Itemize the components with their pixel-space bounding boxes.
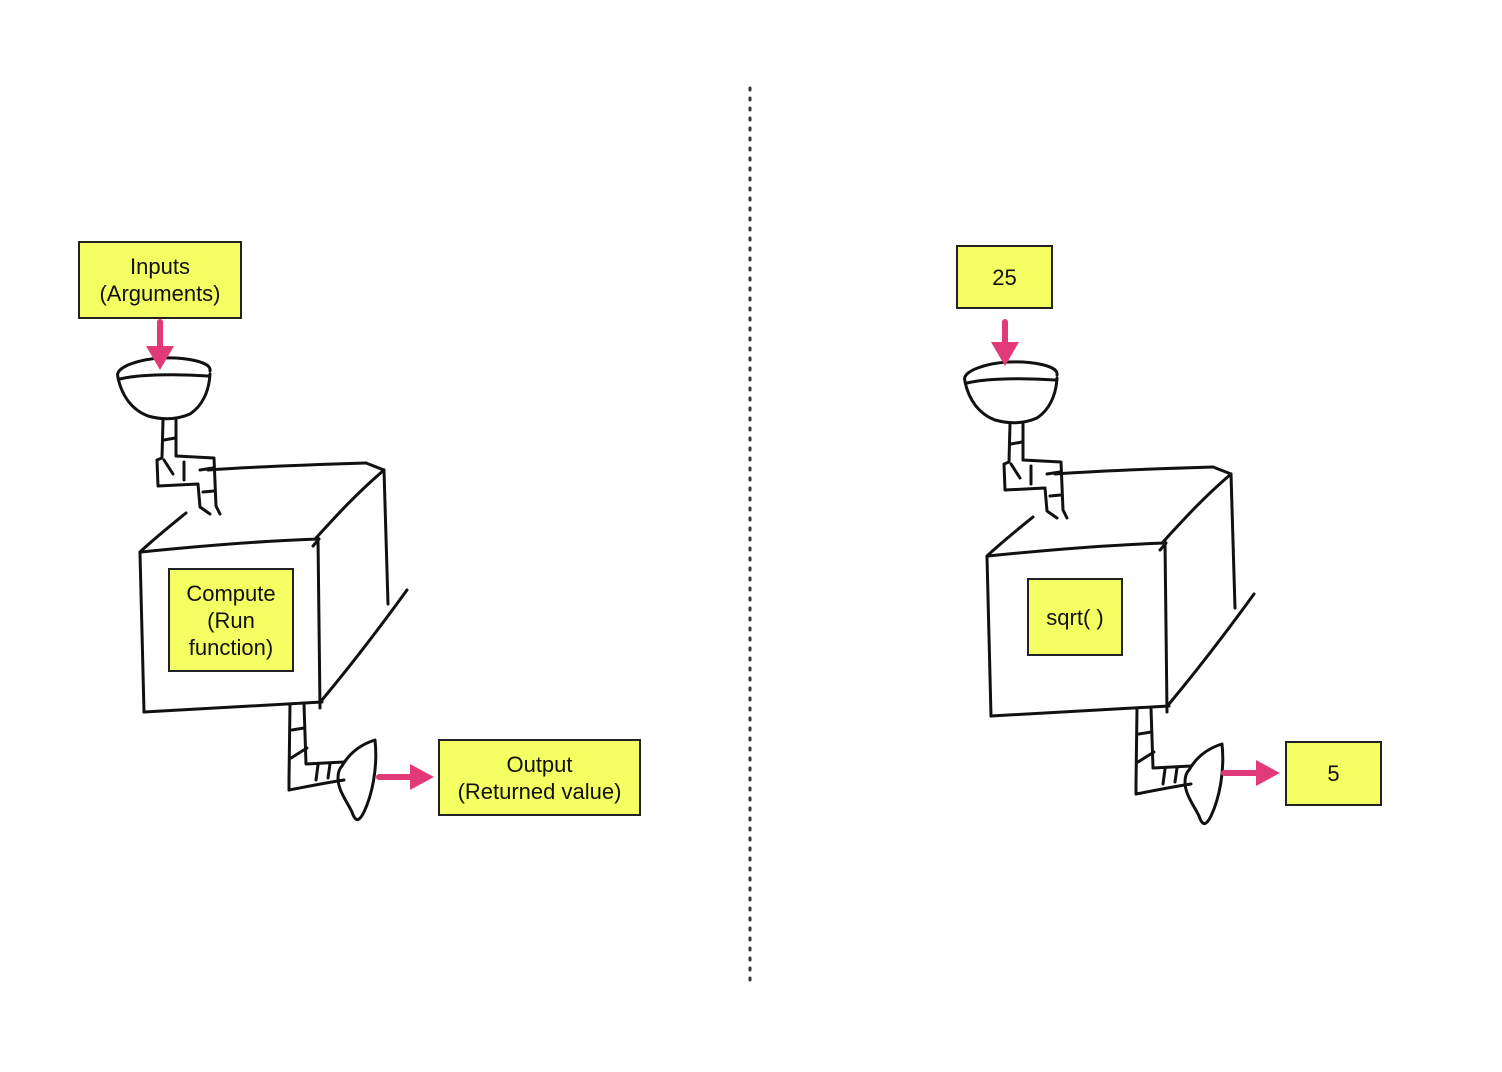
- output-label: Output (Returned value): [438, 739, 641, 816]
- input-label-line2: (Arguments): [99, 281, 221, 306]
- output-label-line2: (Returned value): [457, 778, 622, 804]
- example-input-value: 25: [992, 264, 1017, 290]
- arrow-right-output: [1221, 760, 1280, 786]
- compute-label-line3: function): [188, 634, 274, 660]
- example-compute-value: sqrt( ): [1046, 604, 1104, 630]
- output-label-line1: Output: [506, 751, 573, 777]
- compute-label-line1: Compute: [186, 580, 276, 606]
- example-compute-label: sqrt( ): [1027, 578, 1123, 656]
- compute-label-line2: (Run: [207, 607, 255, 633]
- example-output-label: 5: [1285, 741, 1382, 806]
- arrow-right-input: [991, 319, 1019, 366]
- input-label-line1: Inputs: [130, 254, 190, 279]
- input-label: Inputs (Arguments): [78, 241, 242, 319]
- arrow-left-output: [376, 764, 434, 790]
- compute-label: Compute (Run function): [168, 568, 294, 672]
- example-input-label: 25: [956, 245, 1053, 309]
- example-output-value: 5: [1327, 761, 1340, 786]
- arrow-left-input: [146, 319, 174, 370]
